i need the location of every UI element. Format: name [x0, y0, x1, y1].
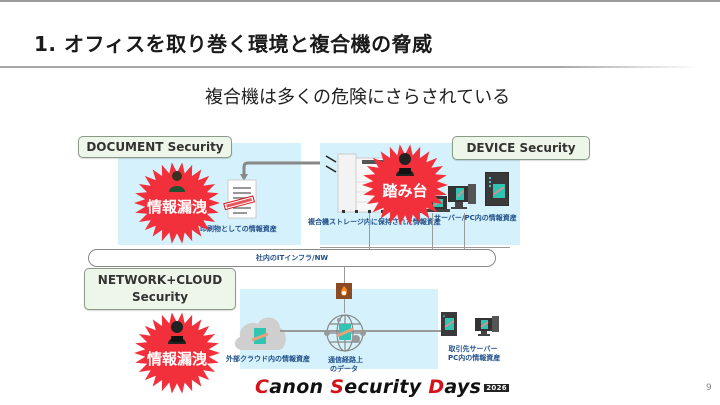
logo-s: S	[330, 376, 345, 398]
connector-laptop	[432, 213, 433, 249]
page-number: 9	[706, 383, 712, 393]
partner-caption-line2: PC内の情報資産	[448, 354, 501, 362]
comm-data-caption-line1: 通信経路上	[328, 356, 363, 364]
network-cloud-label-line2: Security	[131, 290, 189, 304]
document-security-label: DOCUMENT Security	[78, 136, 232, 158]
desktop-pc-icon	[448, 184, 476, 209]
partner-caption: 取引先サーバー PC内の情報資産	[448, 345, 501, 363]
server-pc-caption: サーバー/PC内の情報資産	[434, 214, 517, 222]
burst-shape-icon	[362, 144, 448, 226]
connector-firewall-globe	[344, 299, 345, 313]
printed-document-icon	[223, 179, 257, 219]
comm-data-caption-line2: のデータ	[330, 365, 358, 373]
logo-anon: anon	[269, 376, 331, 398]
connector-pc	[464, 213, 465, 249]
logo-ays: ays	[444, 376, 482, 398]
partner-caption-line1: 取引先サーバー	[448, 345, 498, 353]
print-arrow-icon	[240, 161, 320, 181]
mfp-feet	[342, 210, 422, 213]
slide-subtitle: 複合機は多くの危険にさらされている	[205, 87, 511, 108]
network-cloud-label-line1: NETWORK+CLOUD	[97, 273, 223, 287]
network-cloud-security-label: NETWORK+CLOUD Security	[84, 268, 236, 310]
title-divider	[0, 66, 700, 68]
partner-server-icon	[441, 312, 457, 336]
slide-title: 1. オフィスを取り巻く環境と複合機の脅威	[34, 32, 433, 56]
burst-polygon	[134, 312, 220, 394]
burst-shape-icon	[134, 162, 220, 244]
logo-ecurity: ecurity	[344, 376, 429, 398]
logo-d: D	[428, 376, 445, 398]
globe-icon	[324, 314, 366, 352]
cloud-assets-caption: 外部クラウド内の情報資産	[226, 355, 310, 363]
threat-burst-leak-top: 情報漏洩	[132, 160, 222, 246]
burst-shape-icon	[134, 312, 220, 394]
burst-polygon	[134, 162, 220, 244]
partner-pc-icon	[475, 316, 499, 336]
connector-nw-firewall	[344, 266, 345, 286]
printed-assets-caption: 印刷物としての情報資産	[200, 225, 277, 233]
logo-c: C	[255, 376, 270, 398]
mfp-storage-caption: 複合機ストレージ内に保持された情報資産	[308, 218, 441, 226]
server-icon	[485, 172, 509, 206]
hacker-icon	[396, 153, 414, 176]
comm-data-caption: 通信経路上 のデータ	[328, 356, 363, 374]
internal-network-bar: 社内のITインフラ/NW	[88, 249, 496, 267]
logo-year-badge: 2026	[484, 383, 509, 392]
threat-burst-leak-bottom: 情報漏洩	[132, 310, 222, 396]
threat-label-leak-bottom: 情報漏洩	[146, 350, 207, 368]
firewall-icon	[336, 283, 352, 299]
device-security-label: DEVICE Security	[452, 136, 590, 160]
threat-label-leak-top: 情報漏洩	[146, 198, 207, 216]
threat-burst-stepping-stone: 踏み台	[360, 142, 450, 228]
hacker-icon	[169, 171, 185, 192]
hacker-icon	[168, 321, 186, 344]
top-border	[0, 0, 720, 2]
connector-mfp	[369, 213, 370, 249]
burst-polygon	[362, 144, 448, 226]
cloud-icon	[234, 317, 286, 350]
threat-label-stepping-stone: 踏み台	[382, 182, 428, 200]
connector-panel-bottom	[320, 247, 510, 248]
